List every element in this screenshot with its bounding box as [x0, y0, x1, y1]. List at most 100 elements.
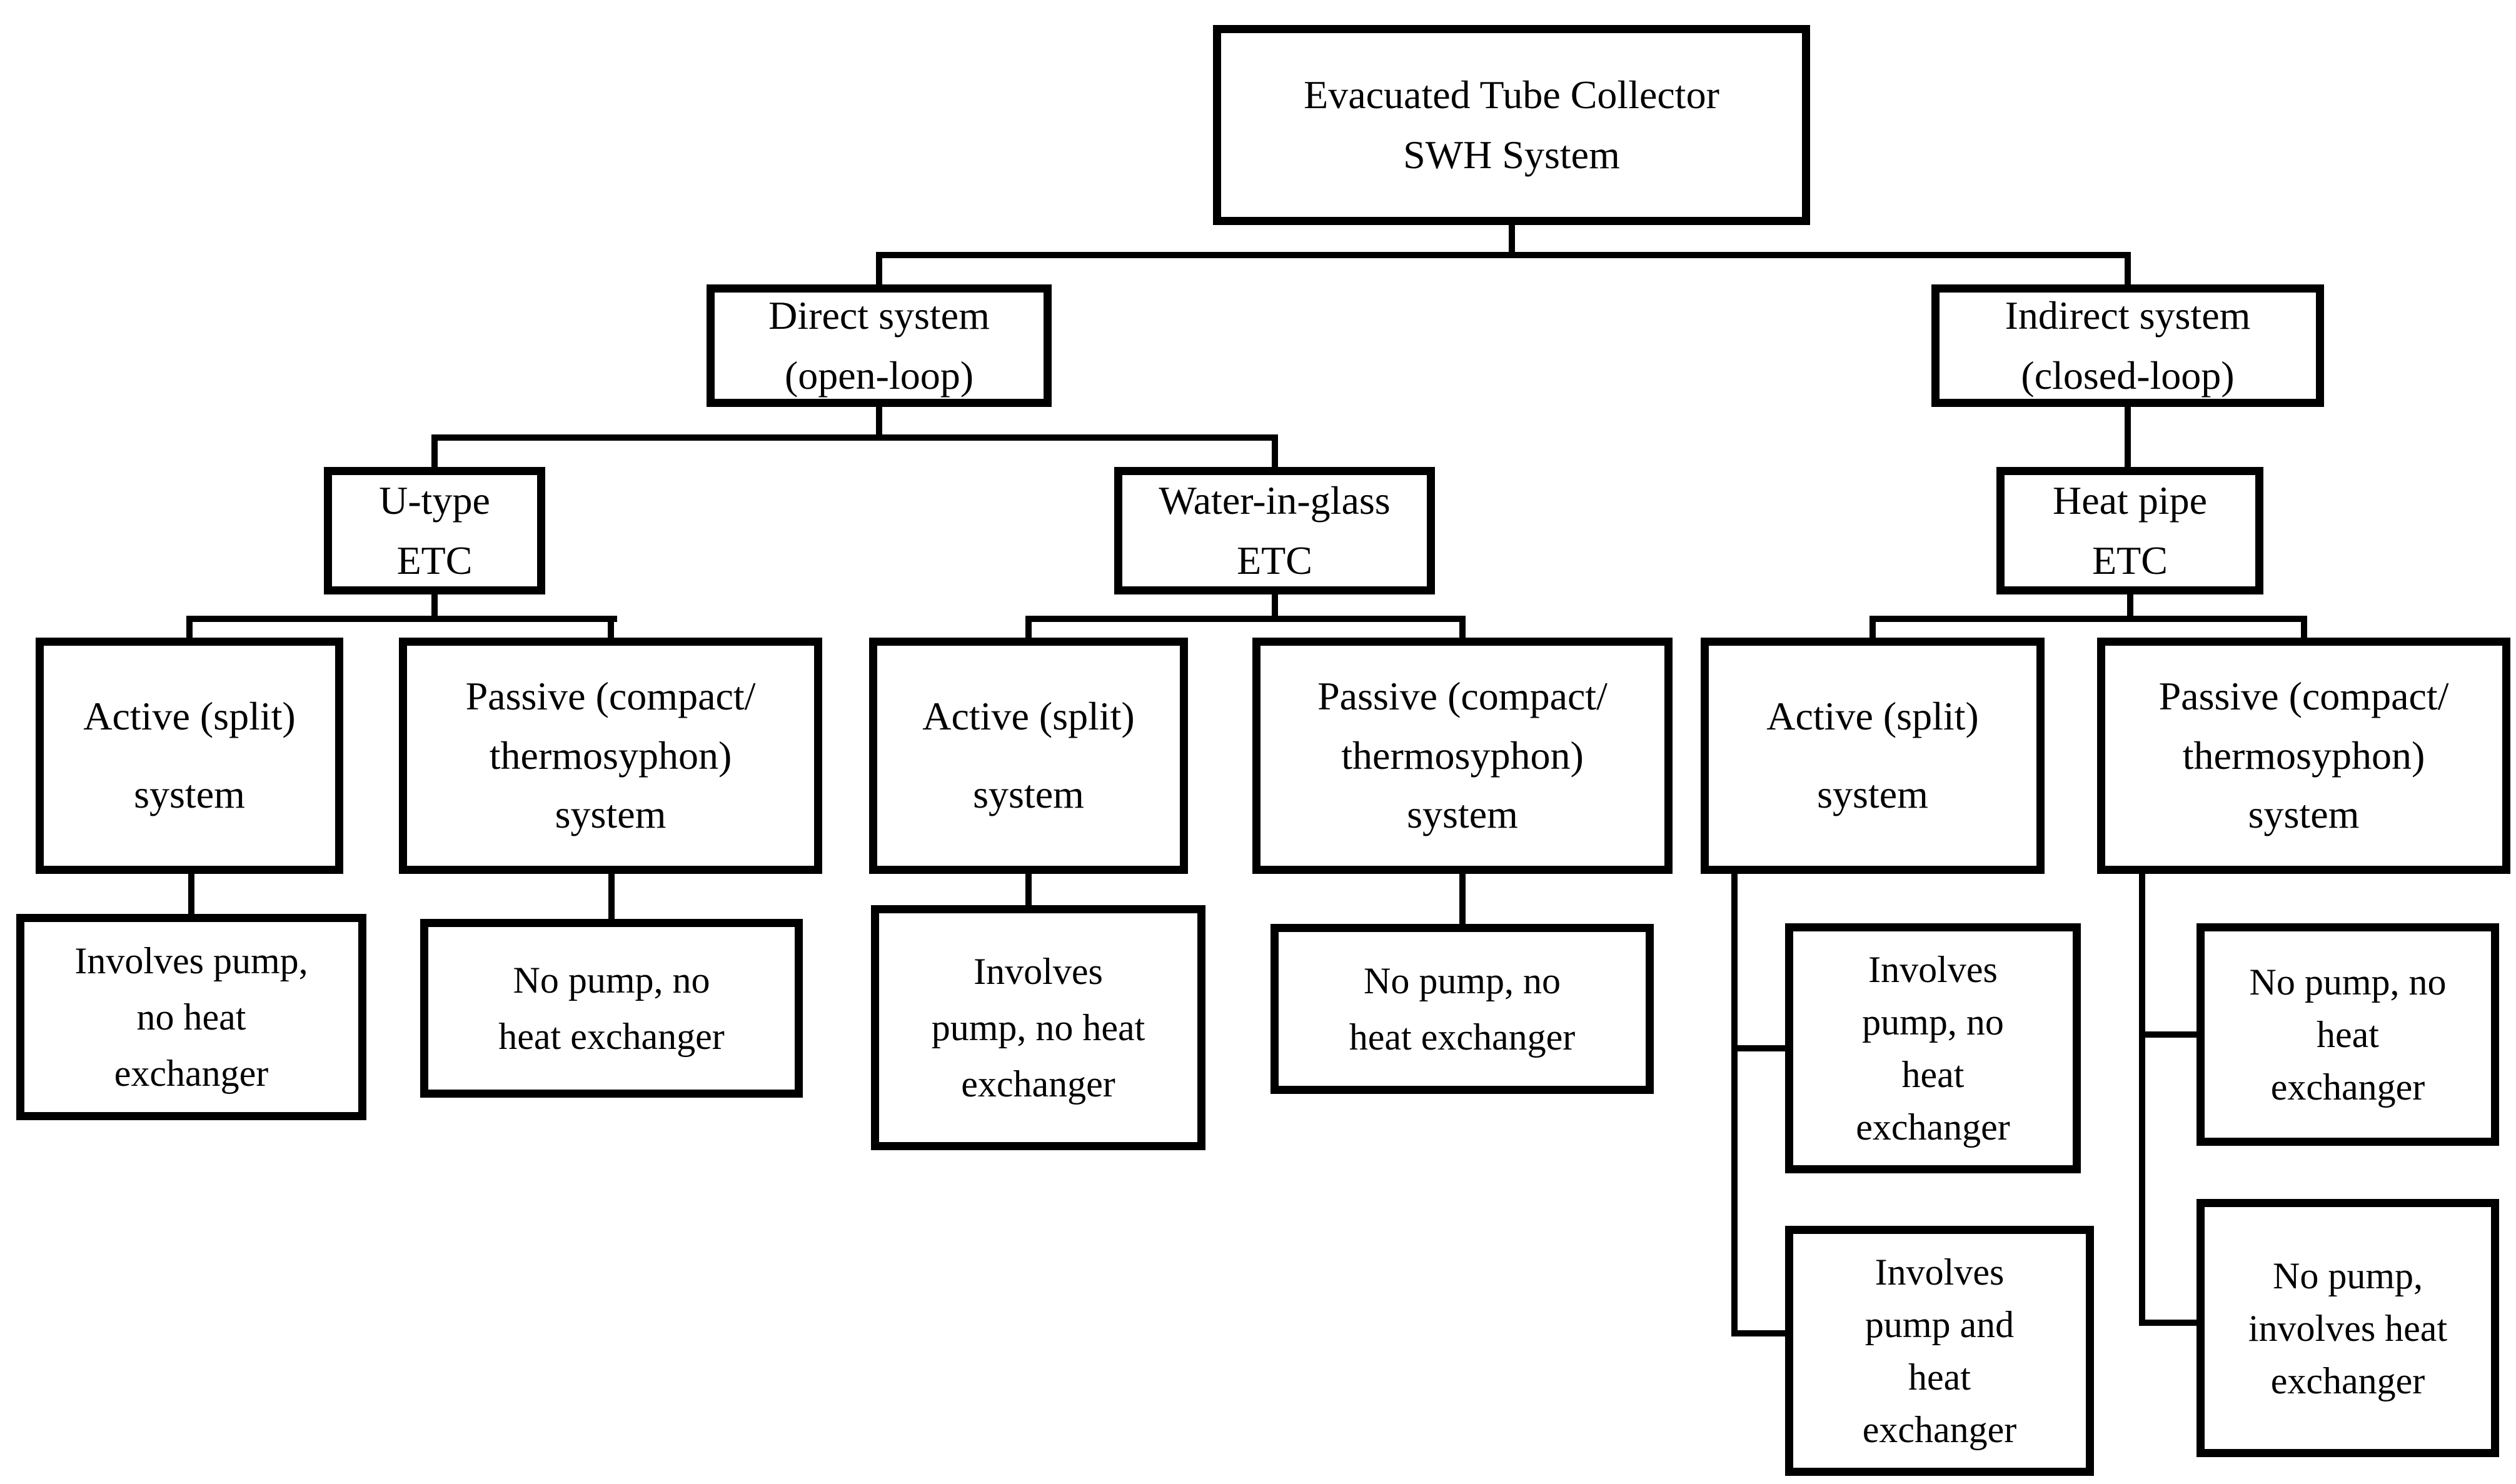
node-text-line: Heat pipe	[2053, 478, 2207, 523]
node-root: Evacuated Tube Collector SWH System	[1213, 25, 1810, 225]
node-text-line: pump, no	[1862, 1001, 2004, 1043]
node-text-line: Involves	[1874, 1251, 2005, 1293]
node-text-line: (closed-loop)	[2021, 353, 2235, 398]
node-text-line: heat exchanger	[1349, 1016, 1576, 1058]
connector-to-active-heatpipe	[1869, 616, 1876, 638]
node-text-line: U-type	[379, 478, 490, 523]
node-text-line: Passive (compact/	[1317, 674, 1608, 719]
node-water-in-glass-etc: Water-in-glass ETC	[1114, 467, 1435, 594]
connector-passive-heatpipe-elbow	[2139, 874, 2145, 1326]
node-text-line: system	[555, 791, 667, 836]
node-text-line: ETC	[396, 538, 473, 583]
connector-to-direct	[876, 252, 882, 284]
connector-active-wig-leaf	[1025, 874, 1032, 905]
node-text-line: No pump, no	[1364, 960, 1561, 1001]
connector-to-passive-wig	[1459, 616, 1466, 638]
node-leaf-wig-active: Involves pump, no heat exchanger	[871, 905, 1205, 1150]
connector-stub-hp-passive-2	[2139, 1320, 2196, 1326]
node-text-line: Active (split)	[1766, 693, 1979, 738]
connector-heatpipe-drop	[2127, 594, 2133, 622]
connector-wig-drop	[1272, 594, 1278, 622]
connector-bus-heatpipe-children	[1869, 616, 2307, 622]
node-text-line: thermosyphon)	[489, 733, 732, 778]
connector-stub-hp-passive-1	[2139, 1031, 2196, 1038]
node-leaf-utype-active: Involves pump, no heat exchanger	[16, 914, 366, 1120]
node-text-line: system	[1407, 791, 1518, 836]
node-text-line: heat	[1908, 1356, 1971, 1398]
connector-active-heatpipe-elbow	[1731, 874, 1738, 1336]
node-text-line: involves heat	[2248, 1307, 2448, 1349]
node-leaf-heatpipe-passive-with-hx: No pump, involves heat exchanger	[2196, 1199, 2499, 1457]
connector-to-passive-utype	[608, 616, 614, 638]
node-text-line: heat	[2317, 1014, 2379, 1055]
node-text-line: thermosyphon)	[1341, 733, 1584, 778]
connector-to-wig	[1272, 434, 1278, 467]
node-text-line: no heat	[136, 996, 246, 1038]
connector-passive-utype-leaf	[608, 874, 615, 919]
node-leaf-utype-passive: No pump, no heat exchanger	[420, 919, 803, 1098]
node-text-line: SWH System	[1403, 133, 1620, 177]
node-indirect-system: Indirect system (closed-loop)	[1931, 284, 2324, 407]
connector-stub-hp-active-1	[1731, 1045, 1785, 1051]
node-heat-pipe-etc: Heat pipe ETC	[1996, 467, 2263, 594]
node-active-split-utype: Active (split) system	[36, 638, 343, 874]
connector-to-active-utype	[186, 616, 193, 638]
node-text-line: Passive (compact/	[465, 674, 756, 719]
node-text-line: (open-loop)	[784, 353, 974, 398]
connector-bus-wig-children	[1025, 616, 1466, 622]
connector-active-utype-leaf	[188, 874, 194, 914]
node-text-line: heat	[1901, 1054, 1965, 1095]
node-text-line: thermosyphon)	[2182, 733, 2425, 778]
node-text-line: No pump, no	[513, 960, 710, 1001]
node-u-type-etc: U-type ETC	[324, 467, 545, 594]
node-text-line: exchanger	[961, 1063, 1115, 1105]
node-text-line: pump and	[1864, 1304, 2015, 1345]
node-leaf-heatpipe-passive-no-hx: No pump, no heat exchanger	[2196, 923, 2499, 1146]
connector-to-active-wig	[1025, 616, 1032, 638]
connector-indirect-to-heatpipe	[2125, 407, 2131, 467]
connector-passive-wig-leaf	[1459, 874, 1466, 924]
node-passive-wig: Passive (compact/ thermosyphon) system	[1252, 638, 1673, 874]
connector-to-indirect	[2125, 252, 2131, 284]
node-text-line: Involves	[1868, 949, 1998, 990]
node-text-line: system	[2248, 791, 2360, 836]
connector-stub-hp-active-2	[1731, 1330, 1785, 1336]
node-text-line: No pump,	[2273, 1255, 2423, 1296]
node-text-line: ETC	[1237, 538, 1312, 583]
connector-direct-drop	[876, 407, 882, 441]
node-text-line: heat exchanger	[498, 1016, 725, 1057]
connector-utype-drop	[431, 594, 438, 622]
node-leaf-wig-passive: No pump, no heat exchanger	[1271, 924, 1654, 1094]
connector-root-drop	[1509, 225, 1515, 258]
node-direct-system: Direct system (open-loop)	[707, 284, 1052, 407]
node-active-split-wig: Active (split) system	[869, 638, 1188, 874]
node-passive-utype: Passive (compact/ thermosyphon) system	[399, 638, 822, 874]
connector-bus-row2	[876, 252, 2131, 258]
node-text-line: ETC	[2092, 538, 2168, 583]
node-text-line: Involves pump,	[74, 940, 308, 981]
node-text-line: exchanger	[2270, 1066, 2425, 1108]
node-text-line: Water-in-glass	[1159, 478, 1391, 523]
node-text-line: Involves	[974, 951, 1103, 992]
node-text-line: Direct system	[768, 293, 990, 338]
node-text-line: exchanger	[114, 1053, 269, 1094]
node-text-line: Evacuated Tube Collector	[1304, 73, 1719, 117]
node-text-line: system	[973, 772, 1084, 817]
node-text-line: system	[1817, 772, 1928, 817]
node-text-line: exchanger	[2270, 1360, 2425, 1401]
node-text-line: Passive (compact/	[2158, 674, 2449, 719]
node-leaf-heatpipe-active-no-hx: Involves pump, no heat exchanger	[1785, 923, 2081, 1173]
node-text-line: pump, no heat	[931, 1007, 1145, 1048]
connector-bus-utype-children	[186, 616, 617, 622]
node-text-line: exchanger	[1856, 1106, 2010, 1148]
node-text-line: exchanger	[1862, 1409, 2017, 1450]
node-text-line: Indirect system	[2005, 293, 2251, 338]
node-text-line: No pump, no	[2249, 961, 2447, 1003]
connector-to-utype	[431, 434, 438, 467]
node-passive-heatpipe: Passive (compact/ thermosyphon) system	[2097, 638, 2510, 874]
node-text-line: system	[134, 772, 245, 817]
node-text-line: Active (split)	[83, 693, 296, 738]
node-leaf-heatpipe-active-with-hx: Involves pump and heat exchanger	[1785, 1226, 2094, 1476]
node-active-split-heatpipe: Active (split) system	[1701, 638, 2045, 874]
